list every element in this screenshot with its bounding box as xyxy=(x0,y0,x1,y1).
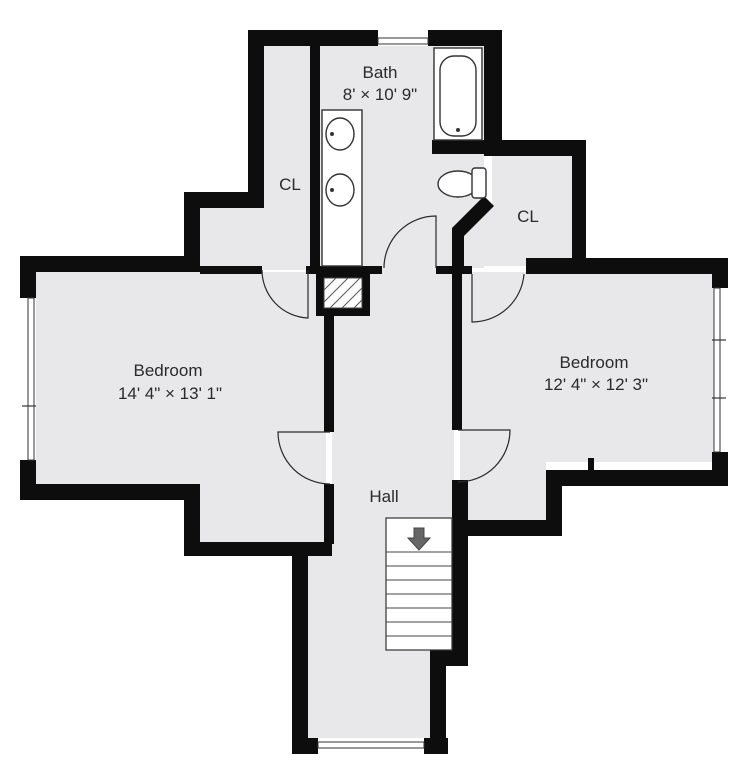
bath-name: Bath xyxy=(363,63,398,82)
door-left-bedroom xyxy=(277,431,331,485)
door-bath xyxy=(383,215,437,269)
door-right-bedroom xyxy=(457,429,511,483)
room-labels: Bath 8' × 10' 9" CL CL Bedroom 14' 4" × … xyxy=(118,63,648,506)
window-hall xyxy=(317,741,425,749)
door-swings xyxy=(261,215,525,485)
windows xyxy=(22,37,726,749)
window-bath xyxy=(377,37,429,45)
bedroom-left-dims: 14' 4" × 13' 1" xyxy=(118,384,222,403)
closet-right-floor xyxy=(460,156,572,266)
bedroom-left-floor xyxy=(36,272,326,484)
bedroom-right-floor-lower xyxy=(460,460,546,520)
window-left-bedroom xyxy=(27,297,35,461)
hall-name: Hall xyxy=(369,487,398,506)
arrow-down-icon xyxy=(406,527,432,551)
shaft-hatch xyxy=(323,277,363,309)
door-right-closet xyxy=(471,273,525,323)
closet-left-floor xyxy=(200,208,310,270)
sink-upper xyxy=(325,117,355,151)
bedroom-right-dims: 12' 4" × 12' 3" xyxy=(544,375,648,394)
sink-lower xyxy=(325,173,355,207)
closet-right-name: CL xyxy=(517,207,539,226)
closet-left-name: CL xyxy=(279,175,301,194)
window-right-bedroom xyxy=(713,287,721,453)
bedroom-right-name: Bedroom xyxy=(560,353,629,372)
bedroom-left-name: Bedroom xyxy=(134,361,203,380)
bath-dims: 8' × 10' 9" xyxy=(343,85,417,104)
bedroom-left-floor-lower xyxy=(198,480,326,542)
closet-left-floor-upper xyxy=(264,46,314,216)
stairs xyxy=(385,517,453,651)
bath-fixtures xyxy=(321,47,487,267)
door-left-closet xyxy=(261,269,309,319)
toilet-tank xyxy=(471,167,487,199)
bathtub-basin xyxy=(439,55,477,137)
